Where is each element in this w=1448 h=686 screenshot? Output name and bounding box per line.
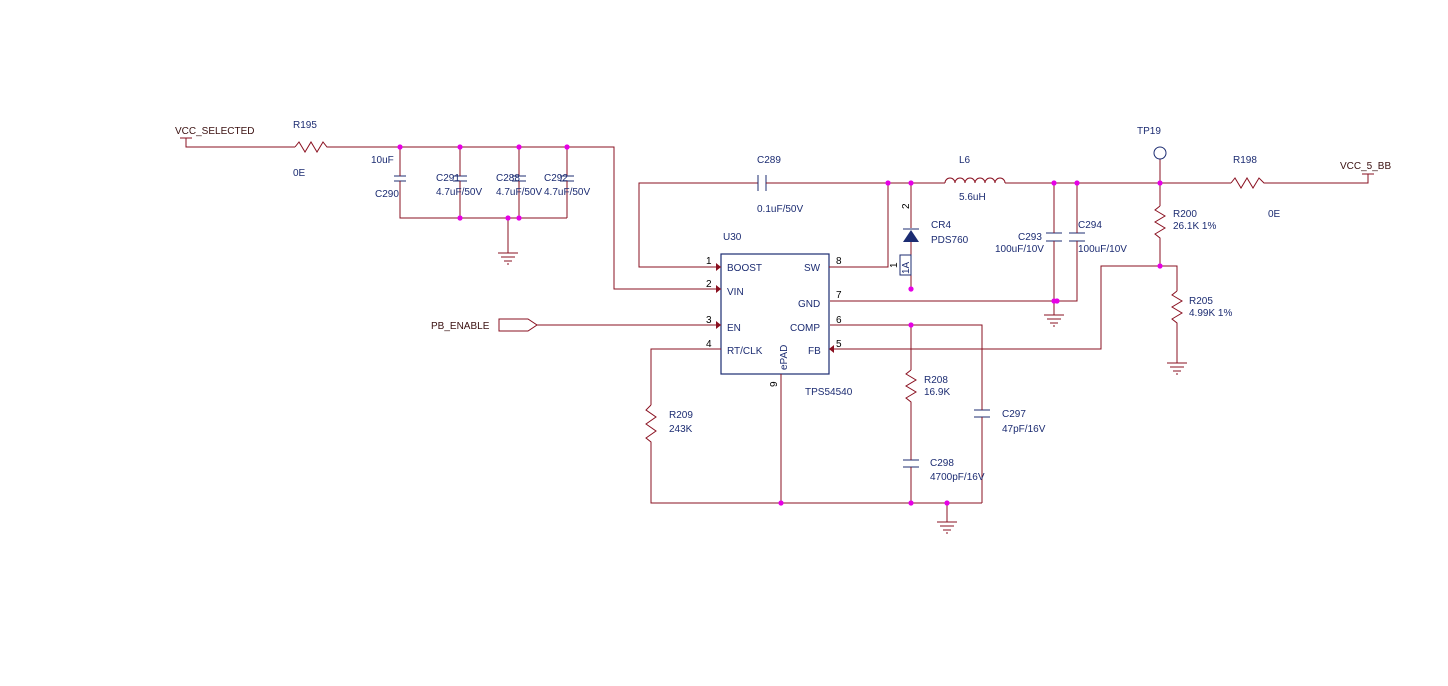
pin-7-number: 7 — [836, 290, 842, 301]
c290-value: 10uF — [371, 155, 394, 166]
r209-value: 243K — [669, 424, 693, 435]
resistor-r198[interactable]: R198 0E — [1230, 155, 1281, 220]
ground-symbol-output — [1044, 314, 1064, 327]
pin-comp-label: COMP — [790, 323, 820, 334]
c294-ref: C294 — [1078, 220, 1102, 231]
ground-symbol-comp — [937, 521, 957, 534]
r198-value: 0E — [1268, 209, 1281, 220]
pin-3-number: 3 — [706, 315, 712, 326]
pb-enable-port — [498, 318, 538, 332]
capacitor-c293[interactable]: C293 100uF/10V — [995, 231, 1062, 255]
pin-5-number: 5 — [836, 339, 842, 350]
junction-dots — [397, 144, 1163, 506]
net-label-vcc-selected: VCC_SELECTED — [175, 126, 254, 137]
pin-sw-label: SW — [804, 263, 821, 274]
l6-value: 5.6uH — [959, 192, 986, 203]
c294-value: 100uF/10V — [1078, 244, 1127, 255]
c288-ref: C288 — [496, 173, 520, 184]
cr4-package-mark: 1A — [901, 261, 912, 274]
cr4-ref: CR4 — [931, 220, 951, 231]
testpoint-tp19[interactable]: TP19 — [1137, 126, 1167, 160]
r205-value: 4.99K 1% — [1189, 308, 1232, 319]
r200-ref: R200 — [1173, 209, 1197, 220]
resistor-r195[interactable]: R195 0E — [293, 120, 331, 179]
pin-8-number: 8 — [836, 256, 842, 267]
c292-value: 4.7uF/50V — [544, 187, 590, 198]
cr4-value: PDS760 — [931, 235, 969, 246]
tp19-ref: TP19 — [1137, 126, 1161, 137]
capacitor-c294[interactable]: C294 100uF/10V — [1069, 220, 1127, 255]
c290-ref: C290 — [375, 189, 399, 200]
inductor-l6[interactable]: L6 5.6uH — [944, 155, 1006, 203]
pin-en-label: EN — [727, 323, 741, 334]
r208-ref: R208 — [924, 375, 948, 386]
pin-rtclk-label: RT/CLK — [727, 346, 763, 357]
wires — [185, 138, 1369, 522]
resistor-r208[interactable]: R208 16.9K — [905, 369, 950, 410]
pin-6-number: 6 — [836, 315, 842, 326]
c291-ref: C291 — [436, 173, 460, 184]
capacitor-c297[interactable]: C297 47pF/16V — [974, 408, 1046, 435]
r198-ref: R198 — [1233, 155, 1257, 166]
cr4-pin-a: 2 — [901, 203, 912, 209]
net-label-pb-enable: PB_ENABLE — [431, 321, 490, 332]
pin-fb-label: FB — [808, 346, 821, 357]
pin-2-number: 2 — [706, 279, 712, 290]
r195-value: 0E — [293, 168, 306, 179]
r209-ref: R209 — [669, 410, 693, 421]
c298-ref: C298 — [930, 458, 954, 469]
resistor-r205[interactable]: R205 4.99K 1% — [1171, 290, 1232, 327]
capacitor-c298[interactable]: C298 4700pF/16V — [903, 458, 985, 483]
c297-value: 47pF/16V — [1002, 424, 1046, 435]
capacitor-c292[interactable]: C292 4.7uF/50V — [544, 172, 590, 198]
pin-boost-label: BOOST — [727, 263, 762, 274]
cr4-pin-k: 1 — [889, 262, 900, 268]
c292-ref: C292 — [544, 173, 568, 184]
c289-ref: C289 — [757, 155, 781, 166]
c297-ref: C297 — [1002, 409, 1026, 420]
capacitor-c288[interactable]: C288 4.7uF/50V — [496, 172, 542, 198]
ground-symbol-divider — [1167, 362, 1187, 375]
capacitor-c291[interactable]: C291 4.7uF/50V — [436, 172, 482, 198]
pin-1-number: 1 — [706, 256, 712, 267]
net-label-vcc-5-bb: VCC_5_BB — [1340, 161, 1391, 172]
c293-ref: C293 — [1018, 232, 1042, 243]
pin-epad-label: ePAD — [779, 345, 790, 370]
c289-value: 0.1uF/50V — [757, 204, 803, 215]
ic-ref: U30 — [723, 232, 742, 243]
r195-ref: R195 — [293, 120, 317, 131]
r205-ref: R205 — [1189, 296, 1213, 307]
pin-gnd-label: GND — [798, 299, 820, 310]
ic-part-number: TPS54540 — [805, 387, 853, 398]
ic-u30-tps54540[interactable]: U30 TPS54540 1 BOOST 2 VIN 3 EN 4 RT/CLK… — [706, 232, 853, 398]
c293-value: 100uF/10V — [995, 244, 1044, 255]
r208-value: 16.9K — [924, 387, 950, 398]
l6-ref: L6 — [959, 155, 971, 166]
pin-9-number: 9 — [769, 381, 780, 387]
r200-value: 26.1K 1% — [1173, 221, 1216, 232]
capacitor-c289[interactable]: C289 0.1uF/50V — [757, 155, 803, 215]
pin-vin-label: VIN — [727, 287, 744, 298]
resistor-r200[interactable]: R200 26.1K 1% — [1154, 205, 1216, 240]
diode-cr4[interactable]: CR4 PDS760 2 1 1A — [889, 203, 969, 276]
resistor-r209[interactable]: R209 243K — [645, 404, 693, 446]
capacitor-c290[interactable]: 10uF C290 — [371, 155, 406, 200]
c298-value: 4700pF/16V — [930, 472, 985, 483]
c291-value: 4.7uF/50V — [436, 187, 482, 198]
c288-value: 4.7uF/50V — [496, 187, 542, 198]
pin-4-number: 4 — [706, 339, 712, 350]
ground-symbol-input — [498, 252, 518, 265]
